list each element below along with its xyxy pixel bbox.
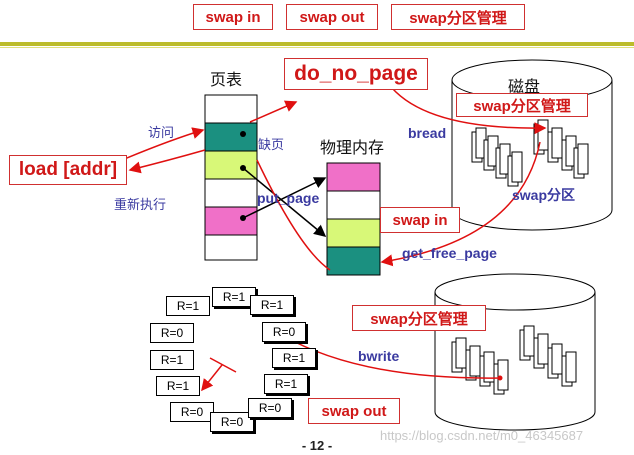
visit-label: 访问	[148, 126, 175, 141]
physical-memory	[326, 162, 381, 276]
swap-management-box-top[interactable]: swap分区管理	[456, 93, 588, 117]
swap-management-box-bottom[interactable]: swap分区管理	[352, 305, 486, 331]
swap-in-box[interactable]: swap in	[380, 207, 460, 233]
clock-frame: R=1	[156, 376, 200, 396]
clock-frame: R=1	[264, 374, 308, 394]
mapping-arrows	[242, 167, 327, 237]
swap-out-tab[interactable]: swap out	[286, 4, 378, 30]
page-number: - 12 -	[301, 438, 333, 453]
swap-management-tab[interactable]: swap分区管理	[391, 4, 525, 30]
re-execute-label: 重新执行	[114, 198, 167, 213]
do-no-page-box[interactable]: do_no_page	[284, 58, 428, 90]
swap-out-box[interactable]: swap out	[308, 398, 400, 424]
swap-in-tab[interactable]: swap in	[193, 4, 273, 30]
bread-label: bread	[408, 125, 447, 141]
page-table	[204, 94, 258, 261]
clock-frame: R=1	[212, 287, 256, 307]
clock-frame: R=1	[250, 295, 294, 315]
swap-blocks-bottom	[451, 325, 577, 395]
clock-frame: R=0	[262, 322, 306, 342]
physical-memory-title: 物理内存	[320, 138, 385, 157]
put-page-label: put_page	[257, 190, 320, 206]
clock-frame: R=1	[166, 296, 210, 316]
clock-frame: R=0	[210, 412, 254, 432]
watermark: https://blog.csdn.net/m0_46345687	[380, 428, 584, 443]
page-table-title: 页表	[210, 70, 243, 89]
clock-frame: R=1	[150, 350, 194, 370]
title-rule-thin	[0, 47, 634, 48]
load-instruction-box[interactable]: load [addr]	[9, 155, 127, 185]
disk-title: 磁盘	[508, 77, 541, 96]
title-rule	[0, 42, 634, 46]
disk-top	[451, 59, 613, 231]
flow-arrows	[121, 87, 547, 392]
page-fault-label: 缺页	[258, 138, 285, 153]
clock-frame: R=0	[150, 323, 194, 343]
swap-blocks-top	[471, 119, 589, 187]
clock-frame: R=1	[272, 348, 316, 368]
clock-frame: R=0	[248, 398, 292, 418]
get-free-page-label: get_free_page	[402, 245, 497, 261]
clock-frame: R=0	[170, 402, 214, 422]
swap-partition-label: swap分区	[512, 187, 576, 203]
bwrite-label: bwrite	[358, 348, 400, 364]
